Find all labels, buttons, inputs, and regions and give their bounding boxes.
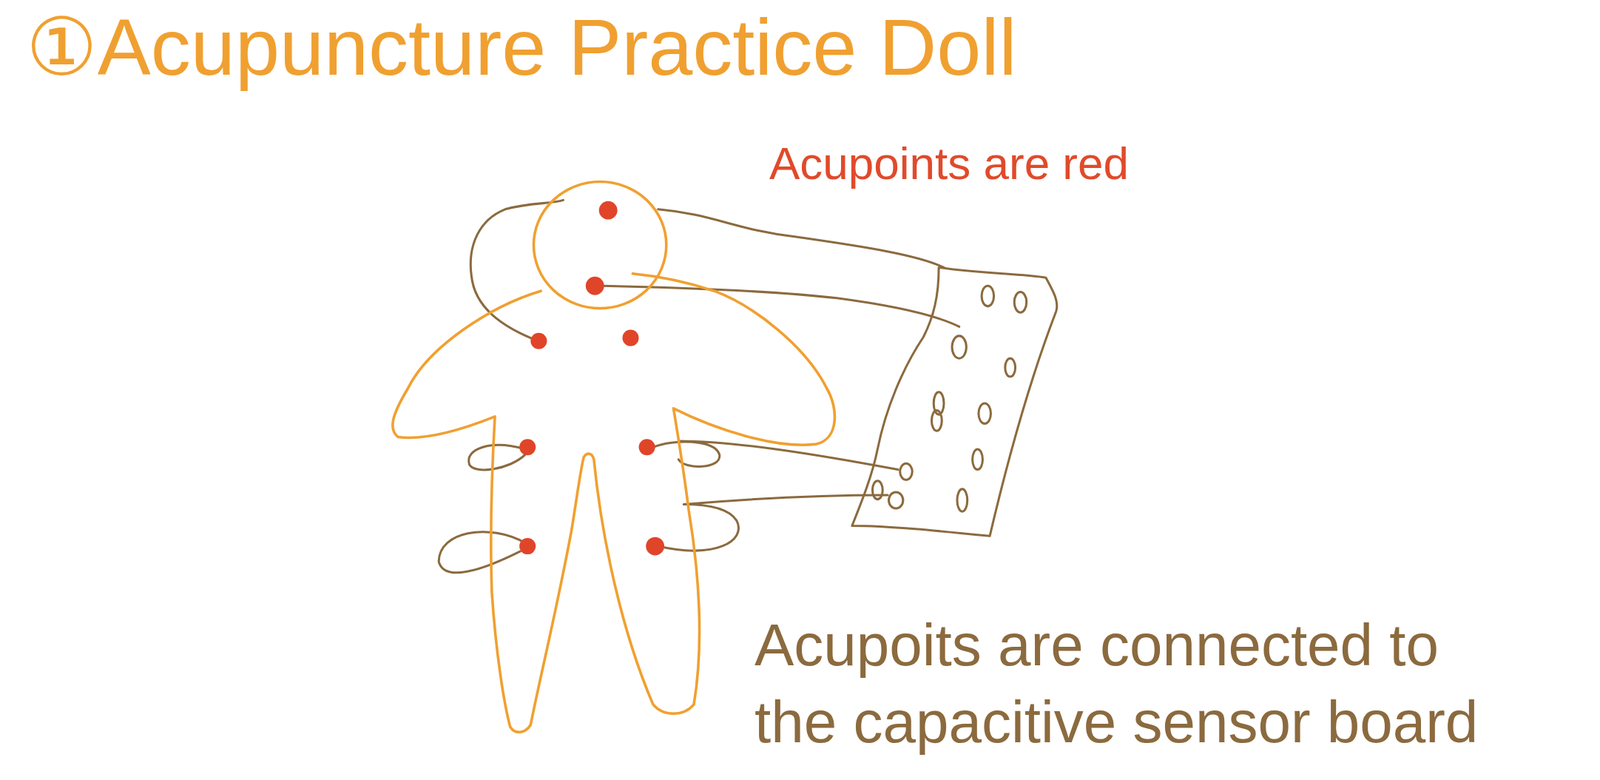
doll-head xyxy=(533,181,666,309)
acupoint xyxy=(519,438,536,455)
wire xyxy=(468,444,526,469)
title: ①Acupuncture Practice Doll xyxy=(25,1,1017,94)
acupoint xyxy=(599,201,618,220)
note-label: Acupoints are red xyxy=(769,136,1129,190)
sensor-board xyxy=(852,267,1058,536)
acupoint xyxy=(639,438,656,455)
sensor-pads xyxy=(872,285,1026,512)
wire xyxy=(470,199,563,342)
wire xyxy=(602,285,960,327)
acupoint xyxy=(622,329,639,347)
wire xyxy=(658,209,944,268)
wire xyxy=(653,440,899,470)
note-label: Acupoits are connected to the capacitive… xyxy=(754,606,1506,761)
acupoint xyxy=(585,276,605,296)
acupoint xyxy=(645,537,665,556)
acupoint xyxy=(530,332,547,350)
acupoint xyxy=(519,537,536,555)
wire xyxy=(438,531,526,573)
